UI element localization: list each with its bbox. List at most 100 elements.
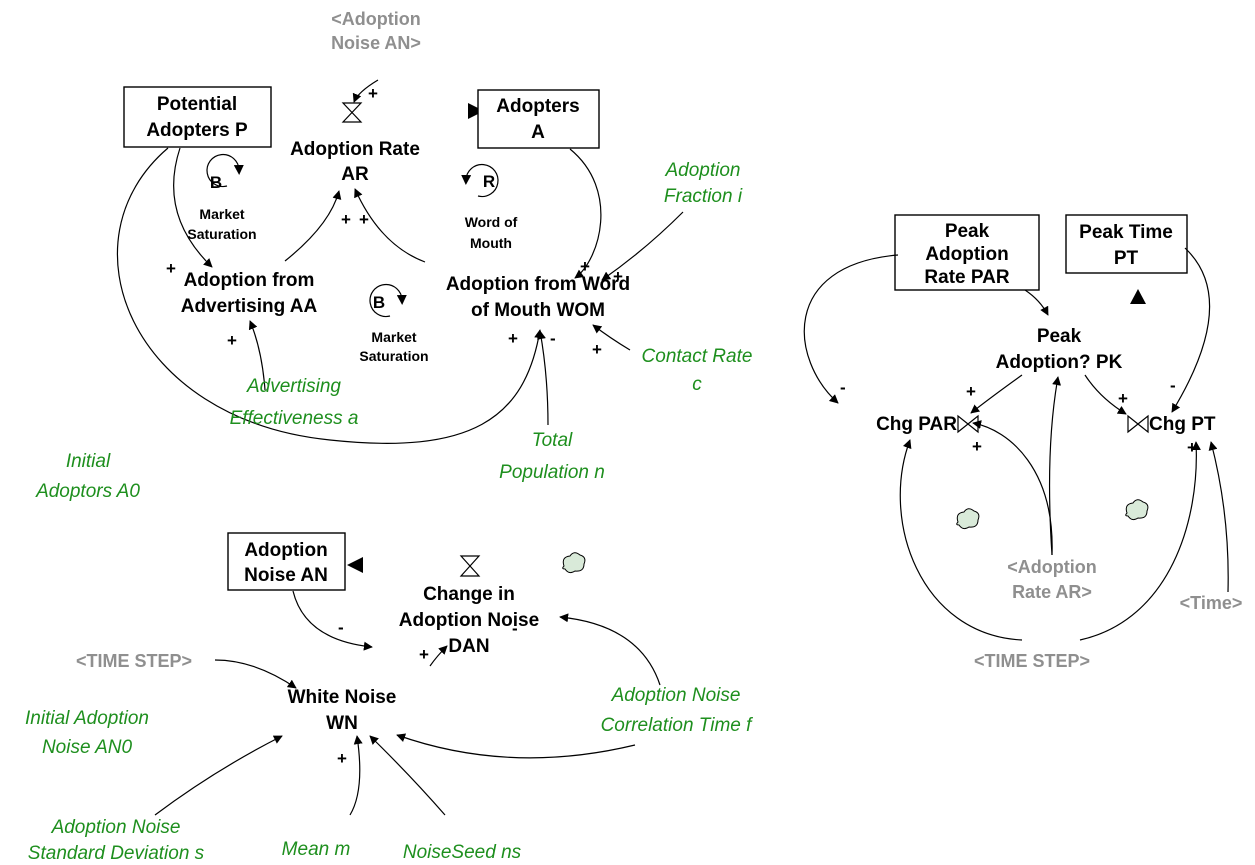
stock-label: Adoption (925, 244, 1008, 265)
link-wom-to-rate (354, 188, 426, 263)
variable-adoption-advertising[interactable]: Adoption from Advertising AA (181, 270, 318, 317)
stock-peak-adoption-rate[interactable]: Peak Adoption Rate PAR (894, 214, 1040, 291)
constant-noise-sd[interactable]: Adoption Noise Standard Deviation s (28, 817, 205, 864)
constant-contact-rate[interactable]: Contact Rate c (642, 346, 753, 395)
cloud-icon (1125, 499, 1149, 521)
variable-label: Change in (423, 584, 515, 605)
link-timestep-to-chgpar (899, 439, 1023, 641)
link-adoptionrate-to-chgpar (972, 420, 1053, 556)
link-potential-to-wom (116, 147, 544, 444)
variable-chg-pt[interactable]: Chg PT (1149, 414, 1216, 435)
stock-adoption-noise[interactable]: Adoption Noise AN (227, 532, 346, 591)
variable-peak-adoption[interactable]: Peak Adoption? PK (996, 326, 1123, 373)
loop-letter: B (210, 173, 222, 192)
minus-sign: - (550, 329, 556, 348)
constant-label: c (692, 374, 702, 395)
variable-label: Chg PT (1149, 414, 1216, 435)
loop-r1-word-of-mouth: R Word of Mouth (461, 163, 518, 251)
stock-adopters[interactable]: Adopters A (477, 89, 600, 149)
variable-label: DAN (448, 636, 489, 657)
constant-label: Adoptors A0 (35, 481, 140, 502)
plus-sign: + (341, 210, 351, 229)
link-peak-to-chgpar (970, 374, 1023, 414)
shadow-time-step-right[interactable]: <TIME STEP> (974, 651, 1090, 671)
constant-correlation-time[interactable]: Adoption Noise Correlation Time f (601, 685, 754, 736)
constant-adoption-fraction[interactable]: Adoption Fraction i (664, 160, 743, 207)
plus-sign: + (1187, 438, 1197, 457)
stock-potential-adopters[interactable]: Potential Adopters P (123, 86, 272, 148)
constant-label: Fraction i (664, 186, 743, 207)
link-effectiveness-to-advertising (248, 320, 266, 391)
stock-label: Peak Time (1079, 222, 1173, 243)
constant-label: Population n (499, 462, 605, 483)
loop-letter: B (373, 293, 385, 312)
loop-letter: R (483, 172, 495, 191)
variable-adoption-wom[interactable]: Adoption from Word of Mouth WOM (446, 274, 630, 321)
plus-sign: + (1118, 389, 1128, 408)
link-advertising-to-rate (284, 190, 342, 262)
constant-noise-seed[interactable]: NoiseSeed ns (403, 842, 522, 863)
plus-sign: + (368, 84, 378, 103)
constant-initial-adoptors[interactable]: Initial Adoptors A0 (35, 451, 140, 502)
link-adoption-noise-to-rate (352, 79, 379, 103)
valve-change-noise[interactable] (459, 555, 481, 577)
variable-adoption-rate[interactable]: Adoption Rate AR (290, 139, 420, 185)
constant-label: Standard Deviation s (28, 843, 205, 864)
shadow-adoption-noise[interactable]: <Adoption Noise AN> (331, 9, 421, 53)
variable-chg-par[interactable]: Chg PAR (876, 414, 957, 435)
constant-label: NoiseSeed ns (403, 842, 522, 863)
link-mean-to-whitenoise (349, 735, 363, 816)
loop-name: Word of (465, 214, 518, 230)
stock-peak-time[interactable]: Peak Time PT (1065, 214, 1188, 274)
constant-label: Correlation Time f (601, 715, 754, 736)
link-peak-to-chgpt (1084, 374, 1127, 415)
loop-name: Market (371, 329, 416, 345)
flow-pipe-adoption-rate (272, 103, 484, 119)
valve-chg-pt[interactable] (1127, 414, 1149, 434)
plus-sign: + (166, 259, 176, 278)
loop-b2-market-saturation: B Market Saturation (359, 283, 429, 364)
cloud-icon (562, 552, 586, 574)
link-population-to-wom (537, 330, 549, 426)
constant-label: Initial (66, 451, 111, 472)
constant-total-population[interactable]: Total Population n (499, 430, 605, 483)
link-seed-to-whitenoise (369, 735, 446, 816)
stock-label: Peak (945, 221, 990, 242)
shadow-label: Noise AN> (331, 33, 421, 53)
link-whitenoise-to-change (429, 645, 448, 667)
variable-label: White Noise (288, 687, 397, 708)
shadow-time-step-left[interactable]: <TIME STEP> (76, 651, 192, 671)
constant-label: Adoption Noise (51, 817, 181, 838)
constant-label: Total (532, 430, 573, 451)
shadow-time[interactable]: <Time> (1180, 593, 1243, 613)
link-par-to-chgpar (803, 254, 899, 404)
constant-mean[interactable]: Mean m (282, 839, 351, 860)
constant-initial-noise[interactable]: Initial Adoption Noise AN0 (25, 708, 149, 758)
loop-name: Saturation (359, 348, 428, 364)
variable-label: Adoption from Word (446, 274, 630, 295)
link-fraction-to-wom (601, 211, 684, 281)
shadow-label: <Time> (1180, 593, 1243, 613)
constant-advertising-effectiveness[interactable]: Advertising Effectiveness a (230, 376, 359, 429)
cloud-icon (956, 508, 980, 530)
link-adopters-to-wom (569, 148, 602, 279)
plus-sign: + (419, 645, 429, 664)
shadow-adoption-rate[interactable]: <Adoption Rate AR> (1007, 557, 1096, 602)
variable-label: Advertising AA (181, 296, 318, 317)
stock-label: Rate PAR (924, 267, 1009, 288)
variable-label: Adoption Noise (399, 610, 539, 631)
valve-adoption-rate[interactable] (341, 102, 363, 123)
polarity-signs: + + + + + + + + - + - + - + - + + + - + (166, 84, 1197, 768)
constant-label: Mean m (282, 839, 351, 860)
link-potential-to-advertising (173, 147, 213, 268)
variable-change-noise[interactable]: Change in Adoption Noise DAN (399, 584, 539, 657)
constant-label: Contact Rate (642, 346, 753, 367)
variable-white-noise[interactable]: White Noise WN (288, 687, 397, 734)
variable-label: Adoption from (184, 270, 315, 291)
link-correlation-to-change (559, 613, 661, 686)
constant-label: Advertising (246, 376, 341, 397)
variable-label: Adoption? PK (996, 352, 1123, 373)
plus-sign: + (613, 267, 623, 286)
link-pt-to-chgpt (1171, 247, 1211, 413)
